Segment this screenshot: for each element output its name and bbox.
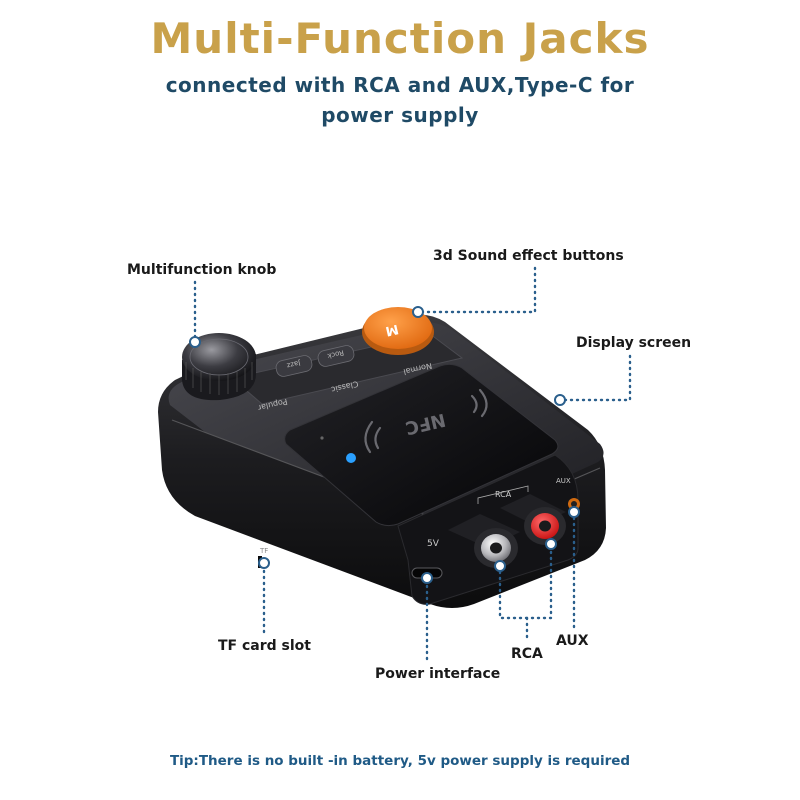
- rca-red-jack: [500, 494, 566, 545]
- rear-panel: 5V RCA AUX TF: [258, 454, 580, 605]
- label-aux: AUX: [556, 633, 589, 649]
- label-rca: RCA: [511, 646, 543, 662]
- nfc-icon: [364, 388, 488, 454]
- label-display-screen: Display screen: [576, 335, 692, 351]
- label-tf-slot: TF card slot: [218, 638, 311, 654]
- status-led: [346, 453, 356, 463]
- m-button-label: M: [384, 321, 400, 339]
- callout-lines: [193, 266, 632, 664]
- label-power-interface: Power interface: [375, 666, 501, 682]
- jazz-label: Jazz: [286, 358, 302, 369]
- label-sound-buttons: 3d Sound effect buttons: [433, 248, 624, 264]
- page-title: Multi-Function Jacks: [150, 14, 650, 63]
- rca-white-jack: [448, 514, 520, 568]
- subtitle-line-1: connected with RCA and AUX,Type-C for: [165, 73, 635, 97]
- mic-hole: [320, 436, 324, 440]
- multifunction-knob[interactable]: [182, 333, 256, 401]
- page-subtitle: connected with RCA and AUX,Type-C for po…: [0, 70, 800, 130]
- callout-markers: [189, 306, 580, 584]
- tf-port-label: TF: [259, 547, 268, 555]
- display-screen: NFC: [284, 363, 559, 527]
- power-port-label: 5V: [427, 539, 440, 549]
- rock-button[interactable]: [317, 344, 356, 368]
- aux-port-label: AUX: [556, 477, 571, 485]
- m-button[interactable]: M: [362, 307, 434, 355]
- footer-tip: Tip:There is no built -in battery, 5v po…: [169, 753, 631, 769]
- subtitle-line-2: power supply: [321, 103, 479, 127]
- jazz-button[interactable]: [275, 354, 314, 378]
- rca-port-label: RCA: [495, 490, 512, 499]
- rock-label: Rock: [326, 348, 345, 360]
- label-multifunction-knob: Multifunction knob: [127, 262, 277, 278]
